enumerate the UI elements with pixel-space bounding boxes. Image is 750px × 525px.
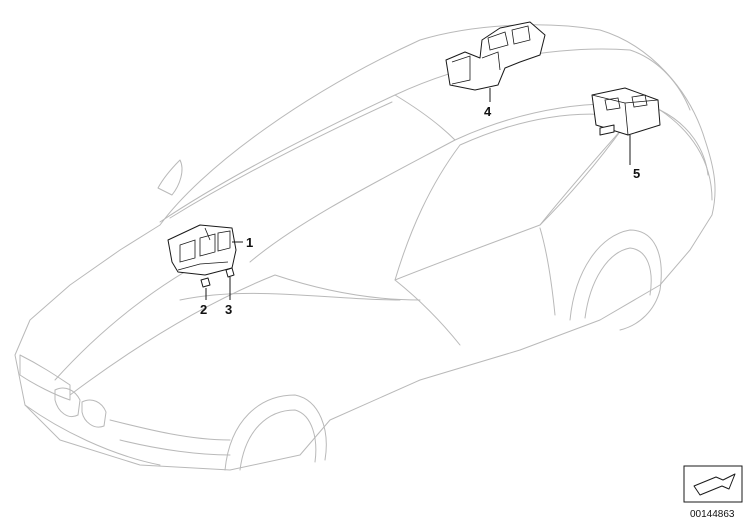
part-2-screw: [200, 277, 211, 288]
arrow-icon: [693, 473, 736, 496]
part-3-nut: [225, 267, 235, 278]
callout-1: 1: [246, 235, 253, 250]
diagram-number: 00144863: [690, 509, 735, 520]
callout-5: 5: [633, 166, 640, 181]
part-1-relay-carrier: [167, 224, 237, 276]
callout-2: 2: [200, 302, 207, 317]
direction-badge: [683, 465, 743, 503]
part-4-bracket: [445, 21, 546, 91]
callout-3: 3: [225, 302, 232, 317]
callout-4: 4: [484, 104, 492, 119]
part-5-box: [591, 87, 661, 136]
